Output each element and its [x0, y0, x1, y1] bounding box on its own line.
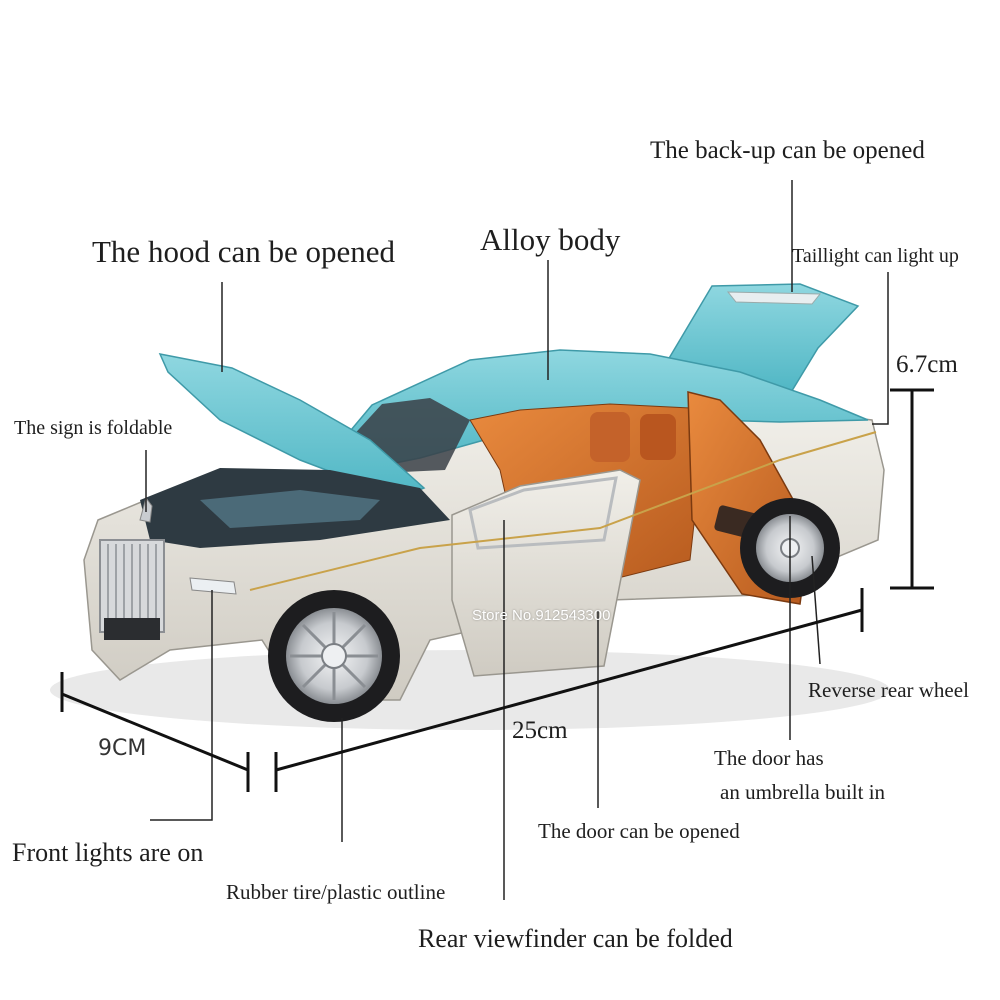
front-wheel — [268, 590, 400, 722]
label-umbrella-line1: The door has — [714, 746, 824, 770]
callout-lines — [145, 180, 889, 900]
label-tire: Rubber tire/plastic outline — [226, 880, 446, 904]
label-reverse-wheel: Reverse rear wheel — [808, 678, 969, 702]
license-plate — [104, 618, 160, 640]
ground-shadow — [50, 650, 890, 730]
store-watermark: Store No.912543300 — [472, 607, 611, 624]
dimension-lines — [60, 388, 934, 792]
front-door-open — [451, 469, 641, 677]
label-hood: The hood can be opened — [92, 234, 395, 269]
label-alloy: Alloy body — [480, 222, 621, 257]
label-door: The door can be opened — [538, 819, 740, 843]
label-sign: The sign is foldable — [14, 417, 173, 439]
label-backup: The back-up can be opened — [650, 137, 925, 164]
label-width: 9CM — [98, 736, 147, 761]
seat-back — [640, 414, 676, 460]
pinstripe — [249, 431, 877, 591]
grille-bars — [107, 544, 157, 628]
label-viewfinder: Rear viewfinder can be folded — [418, 924, 733, 953]
engine-detail — [200, 490, 380, 528]
label-front-lights: Front lights are on — [12, 838, 204, 867]
seat-back — [590, 412, 630, 462]
label-umbrella-line2: an umbrella built in — [720, 780, 886, 804]
label-length: 25cm — [512, 717, 568, 744]
headlight — [189, 577, 237, 595]
label-taillight: Taillight can light up — [792, 245, 959, 267]
trunk-lid-light — [726, 291, 822, 305]
label-height: 6.7cm — [896, 351, 958, 378]
